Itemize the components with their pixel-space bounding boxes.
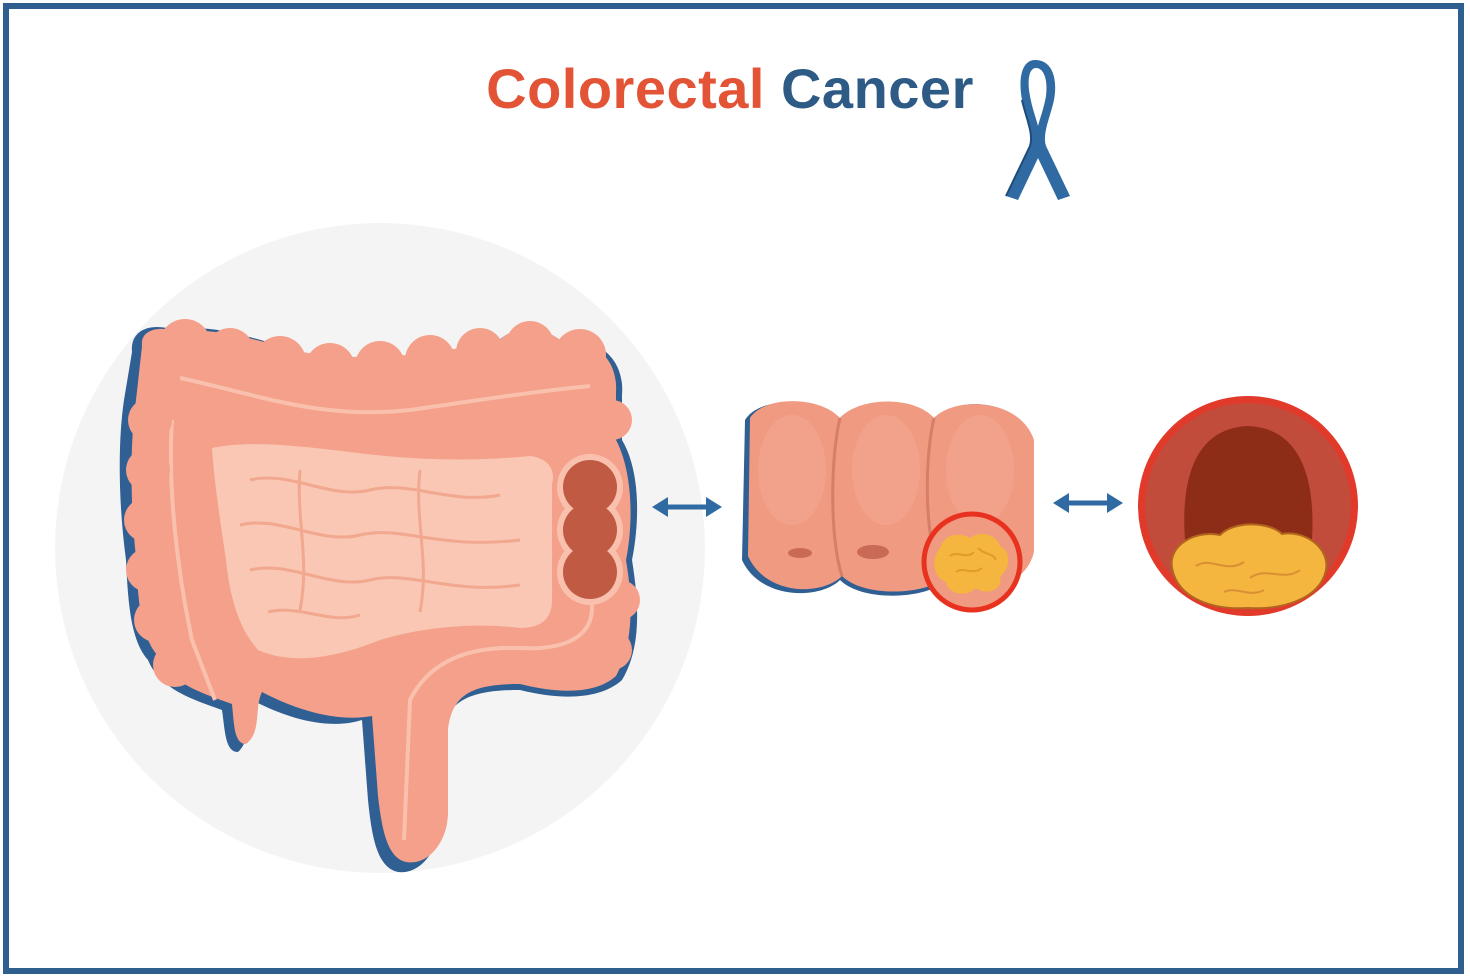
polyp-small [788,548,812,558]
ascending-band [168,419,217,701]
small-intestine [212,444,554,659]
cross-section-lumen [1184,426,1313,555]
cross-section-tumor-texture [1195,561,1301,594]
polyp-medium [857,545,889,559]
double-arrow-icon [1053,493,1123,513]
haustra-top [159,319,606,393]
haustra-side [124,398,640,687]
tumor-growth [934,533,1009,594]
rectum-band [402,469,595,841]
highlight-ring [921,511,1023,613]
awareness-ribbon-icon [1005,60,1070,200]
title-word-colorectal: Colorectal [486,57,765,120]
transverse-band [179,376,591,415]
border-frame [3,3,1464,974]
colon-cross-section [1138,396,1358,616]
colon-tumor-segment [557,454,623,605]
segment-highlights [758,415,1014,525]
tumor-texture [949,547,997,573]
large-intestine [119,319,640,873]
small-intestine-folds [239,469,521,620]
colon-segment [742,401,1034,613]
double-arrow-icon [652,497,722,517]
title-word-cancer: Cancer [780,57,974,120]
cross-section-tumor [1170,523,1328,610]
